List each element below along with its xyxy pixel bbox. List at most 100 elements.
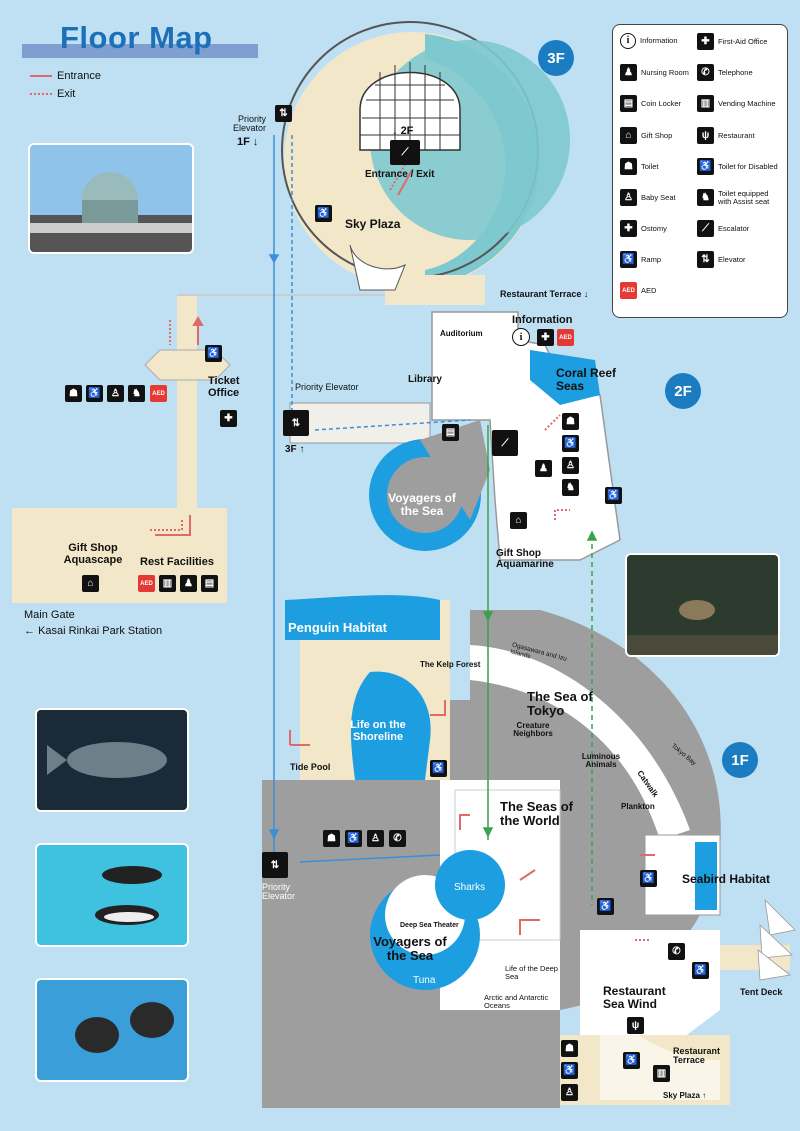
ramp-icon[interactable]: ♿ xyxy=(692,962,709,979)
escalator-icon[interactable]: ⟋ xyxy=(390,140,420,165)
title-band xyxy=(22,44,258,58)
penguins-photo-image xyxy=(37,845,187,945)
voyagers-1f-label: Voyagers of the Sea xyxy=(373,934,447,963)
main-gate-label: Main Gate xyxy=(24,609,75,621)
legend-item-telephone: ✆ Telephone xyxy=(697,64,782,81)
accessible-toilet-icon[interactable]: ♿ xyxy=(562,435,579,452)
baby-seat-icon[interactable]: ♙ xyxy=(367,830,384,847)
first-aid-icon[interactable]: ✚ xyxy=(220,410,237,427)
legend-label: Escalator xyxy=(718,223,750,233)
gift-shop-aquamarine-label: Gift Shop Aquamarine xyxy=(496,548,554,570)
photo-dome xyxy=(28,143,194,254)
escalator-icon: ⟋ xyxy=(697,220,714,237)
elevator-icon[interactable]: ⇅ xyxy=(283,410,309,436)
seas-of-world-label: The Seas of the World xyxy=(500,799,573,828)
library-label: Library xyxy=(408,374,442,385)
elevator-icon: ⇅ xyxy=(697,251,714,268)
legend-label: Information xyxy=(640,36,678,45)
gift-shop-icon[interactable]: ⌂ xyxy=(510,512,527,529)
ramp-icon[interactable]: ♿ xyxy=(430,760,447,777)
legend-item-toilet: ☗ Toilet xyxy=(620,158,695,175)
elevator-icon[interactable]: ⇅ xyxy=(262,852,288,878)
baby-seat-icon[interactable]: ♙ xyxy=(562,457,579,474)
accessible-toilet-icon[interactable]: ♿ xyxy=(345,830,362,847)
photo-fish xyxy=(35,978,189,1082)
auditorium-label: Auditorium xyxy=(440,329,483,338)
legend-label: Coin Locker xyxy=(641,98,682,108)
sky-plaza-up: Sky Plaza ↑ xyxy=(663,1091,707,1100)
escalator-icon[interactable]: ⟋ xyxy=(492,430,518,456)
ramp-icon[interactable]: ♿ xyxy=(597,898,614,915)
coin-locker-icon[interactable]: ▤ xyxy=(201,575,218,592)
restaurant-terrace-label: Restaurant Terrace xyxy=(500,289,582,299)
legend-item-gift-shop: ⌂Gift Shop xyxy=(620,127,695,144)
toilet-icon[interactable]: ☗ xyxy=(562,413,579,430)
toilet-icon[interactable]: ☗ xyxy=(65,385,82,402)
assist-seat-toilet-icon[interactable]: ♞ xyxy=(128,385,145,402)
coin-locker-icon[interactable]: ▤ xyxy=(442,424,459,441)
assist-seat-toilet-icon[interactable]: ♞ xyxy=(562,479,579,496)
sky-plaza-up-label: Sky Plaza xyxy=(663,1091,700,1100)
restaurant-terrace: Restaurant Terrace ↓ xyxy=(500,289,589,299)
vending-machine-icon[interactable]: ▥ xyxy=(653,1065,670,1082)
first-aid-icon[interactable]: ✚ xyxy=(537,329,554,346)
legend-item-coin-locker: ▤Coin Locker xyxy=(620,95,695,112)
ramp-icon: ♿ xyxy=(620,251,637,268)
vending-machine-icon: ▥ xyxy=(697,95,714,112)
penguin-habitat-label: Penguin Habitat xyxy=(288,620,387,635)
priority-elevator-3f-label: Priority Elevator xyxy=(232,114,266,134)
telephone-icon: ✆ xyxy=(697,64,714,81)
toilet-icon[interactable]: ☗ xyxy=(323,830,340,847)
telephone-icon[interactable]: ✆ xyxy=(389,830,406,847)
restaurant-icon[interactable]: ψ xyxy=(627,1017,644,1034)
legend-label: AED xyxy=(641,285,657,295)
ramp-icon[interactable]: ♿ xyxy=(623,1052,640,1069)
baby-seat-icon[interactable]: ♙ xyxy=(107,385,124,402)
legend-label: Toilet equipped with Assist seat xyxy=(718,188,770,206)
telephone-icon[interactable]: ✆ xyxy=(668,943,685,960)
nursing-room-icon: ♟ xyxy=(620,64,637,81)
first-aid-icon: ✚ xyxy=(697,33,714,50)
ramp-icon[interactable]: ♿ xyxy=(640,870,657,887)
assist-seat-toilet-icon: ♞ xyxy=(697,189,714,206)
legend-label: Telephone xyxy=(718,67,753,77)
gift-shop-icon[interactable]: ⌂ xyxy=(82,575,99,592)
info-icon[interactable]: i xyxy=(512,328,530,346)
nursing-room-icon[interactable]: ♟ xyxy=(180,575,197,592)
floor-badge-2f: 2F xyxy=(665,373,701,409)
aed-icon[interactable]: AED xyxy=(557,329,574,346)
legend-item-escalator: ⟋ Escalator xyxy=(697,220,782,237)
nursing-room-icon[interactable]: ♟ xyxy=(535,460,552,477)
elevator-icon[interactable]: ⇅ xyxy=(275,105,292,122)
priority-elevator-2f-label: Priority Elevator xyxy=(295,382,359,392)
toilet-icon: ☗ xyxy=(620,158,637,175)
aed-icon[interactable]: AED xyxy=(150,385,167,402)
exit-legend: Exit xyxy=(30,88,75,100)
accessible-toilet-icon[interactable]: ♿ xyxy=(86,385,103,402)
restaurant-sea-wind-label: Restaurant Sea Wind xyxy=(603,984,666,1011)
entrance-legend: Entrance xyxy=(30,70,101,82)
tuna-photo-image xyxy=(37,710,187,810)
ramp-icon[interactable]: ♿ xyxy=(315,205,332,222)
page-title: Floor Map xyxy=(60,20,213,55)
tide-pool-label: Tide Pool xyxy=(290,762,331,772)
ramp-icon[interactable]: ♿ xyxy=(205,345,222,362)
deep-sea-theater-label: Deep Sea Theater xyxy=(400,922,459,929)
mudskipper-photo-image xyxy=(627,555,778,655)
toilet-icon[interactable]: ☗ xyxy=(561,1040,578,1057)
legend-label: Toilet xyxy=(641,161,659,171)
baby-seat-icon[interactable]: ♙ xyxy=(561,1084,578,1101)
ramp-icon[interactable]: ♿ xyxy=(605,487,622,504)
aed-icon[interactable]: AED xyxy=(138,575,155,592)
voyagers-2f-label: Voyagers of the Sea xyxy=(388,491,456,518)
information-label: Information xyxy=(512,314,573,326)
floor-badge-1f: 1F xyxy=(722,742,758,778)
vending-machine-icon[interactable]: ▥ xyxy=(159,575,176,592)
sea-of-tokyo-label: The Sea of Tokyo xyxy=(527,689,593,718)
legend-item-vending-machine: ▥Vending Machine xyxy=(697,95,782,112)
gift-shop-icon: ⌂ xyxy=(620,127,637,144)
floor-badge-3f: 3F xyxy=(538,40,574,76)
accessible-toilet-icon[interactable]: ♿ xyxy=(561,1062,578,1079)
